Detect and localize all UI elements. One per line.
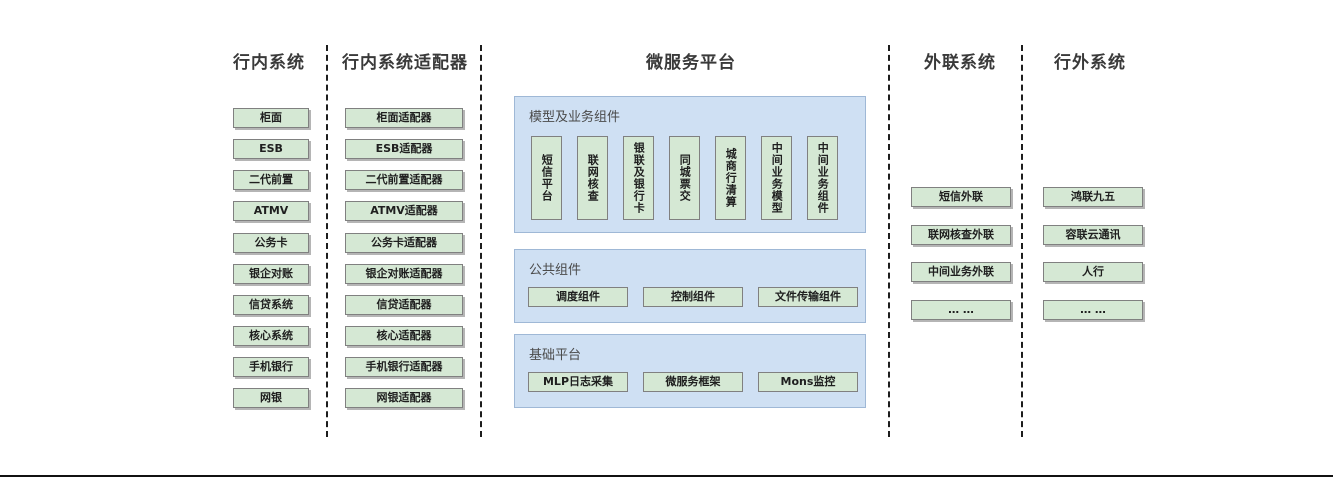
list-item[interactable]: 容联云通讯 bbox=[1043, 225, 1143, 245]
component-tile[interactable]: 微服务框架 bbox=[643, 372, 743, 392]
vertical-tile-label: 同城票交 bbox=[678, 154, 692, 202]
vertical-tile[interactable]: 城商行清算 bbox=[715, 136, 746, 220]
divider-2 bbox=[480, 45, 482, 437]
list-item[interactable]: 联网核查外联 bbox=[911, 225, 1011, 245]
vertical-tile[interactable]: 短信平台 bbox=[531, 136, 562, 220]
list-item[interactable]: 中间业务外联 bbox=[911, 262, 1011, 282]
column-title-external-link-systems: 外联系统 bbox=[924, 53, 996, 73]
list-item[interactable]: … … bbox=[911, 300, 1011, 320]
list-item[interactable]: 手机银行 bbox=[233, 357, 309, 377]
group-title-base-platform: 基础平台 bbox=[529, 348, 582, 363]
vertical-tile-label: 短信平台 bbox=[540, 154, 554, 202]
list-item[interactable]: 鸿联九五 bbox=[1043, 187, 1143, 207]
list-item[interactable]: 二代前置 bbox=[233, 170, 309, 190]
list-item[interactable]: 人行 bbox=[1043, 262, 1143, 282]
list-item[interactable]: ATMV bbox=[233, 201, 309, 221]
list-item[interactable]: 公务卡适配器 bbox=[345, 233, 463, 253]
list-item[interactable]: 银企对账适配器 bbox=[345, 264, 463, 284]
group-base-platform: 基础平台 bbox=[514, 334, 866, 408]
component-tile[interactable]: 调度组件 bbox=[528, 287, 628, 307]
vertical-tile-label: 城商行清算 bbox=[724, 148, 738, 208]
list-item[interactable]: 网银 bbox=[233, 388, 309, 408]
divider-4 bbox=[1021, 45, 1023, 437]
list-item[interactable]: ESB适配器 bbox=[345, 139, 463, 159]
column-title-outside-bank-systems: 行外系统 bbox=[1054, 53, 1126, 73]
group-title-public-components: 公共组件 bbox=[529, 263, 582, 278]
component-tile[interactable]: 控制组件 bbox=[643, 287, 743, 307]
column-title-microservice-platform: 微服务平台 bbox=[646, 53, 736, 73]
component-tile[interactable]: Mons监控 bbox=[758, 372, 858, 392]
vertical-tile[interactable]: 联网核查 bbox=[577, 136, 608, 220]
vertical-tile[interactable]: 中间业务组件 bbox=[807, 136, 838, 220]
group-public-components: 公共组件 bbox=[514, 249, 866, 323]
list-item[interactable]: 信贷系统 bbox=[233, 295, 309, 315]
vertical-tile-label: 中间业务组件 bbox=[816, 142, 830, 214]
vertical-tile[interactable]: 银联及银行卡 bbox=[623, 136, 654, 220]
divider-3 bbox=[888, 45, 890, 437]
bottom-divider bbox=[0, 475, 1333, 477]
list-item[interactable]: 信贷适配器 bbox=[345, 295, 463, 315]
list-item[interactable]: 柜面适配器 bbox=[345, 108, 463, 128]
component-tile[interactable]: 文件传输组件 bbox=[758, 287, 858, 307]
list-item[interactable]: 核心适配器 bbox=[345, 326, 463, 346]
list-item[interactable]: 核心系统 bbox=[233, 326, 309, 346]
list-item[interactable]: ESB bbox=[233, 139, 309, 159]
list-item[interactable]: ATMV适配器 bbox=[345, 201, 463, 221]
list-item[interactable]: 柜面 bbox=[233, 108, 309, 128]
component-tile[interactable]: MLP日志采集 bbox=[528, 372, 628, 392]
vertical-tile[interactable]: 中间业务模型 bbox=[761, 136, 792, 220]
list-item[interactable]: 网银适配器 bbox=[345, 388, 463, 408]
vertical-tile-label: 银联及银行卡 bbox=[632, 142, 646, 214]
divider-1 bbox=[326, 45, 328, 437]
list-item[interactable]: 手机银行适配器 bbox=[345, 357, 463, 377]
list-item[interactable]: 银企对账 bbox=[233, 264, 309, 284]
list-item[interactable]: 公务卡 bbox=[233, 233, 309, 253]
list-item[interactable]: 二代前置适配器 bbox=[345, 170, 463, 190]
group-title-model-business-components: 模型及业务组件 bbox=[529, 110, 621, 125]
column-title-internal-adapters: 行内系统适配器 bbox=[342, 53, 468, 73]
column-title-internal-systems: 行内系统 bbox=[233, 53, 305, 73]
list-item[interactable]: … … bbox=[1043, 300, 1143, 320]
vertical-tile-label: 中间业务模型 bbox=[770, 142, 784, 214]
list-item[interactable]: 短信外联 bbox=[911, 187, 1011, 207]
vertical-tile-label: 联网核查 bbox=[586, 154, 600, 202]
vertical-tile[interactable]: 同城票交 bbox=[669, 136, 700, 220]
